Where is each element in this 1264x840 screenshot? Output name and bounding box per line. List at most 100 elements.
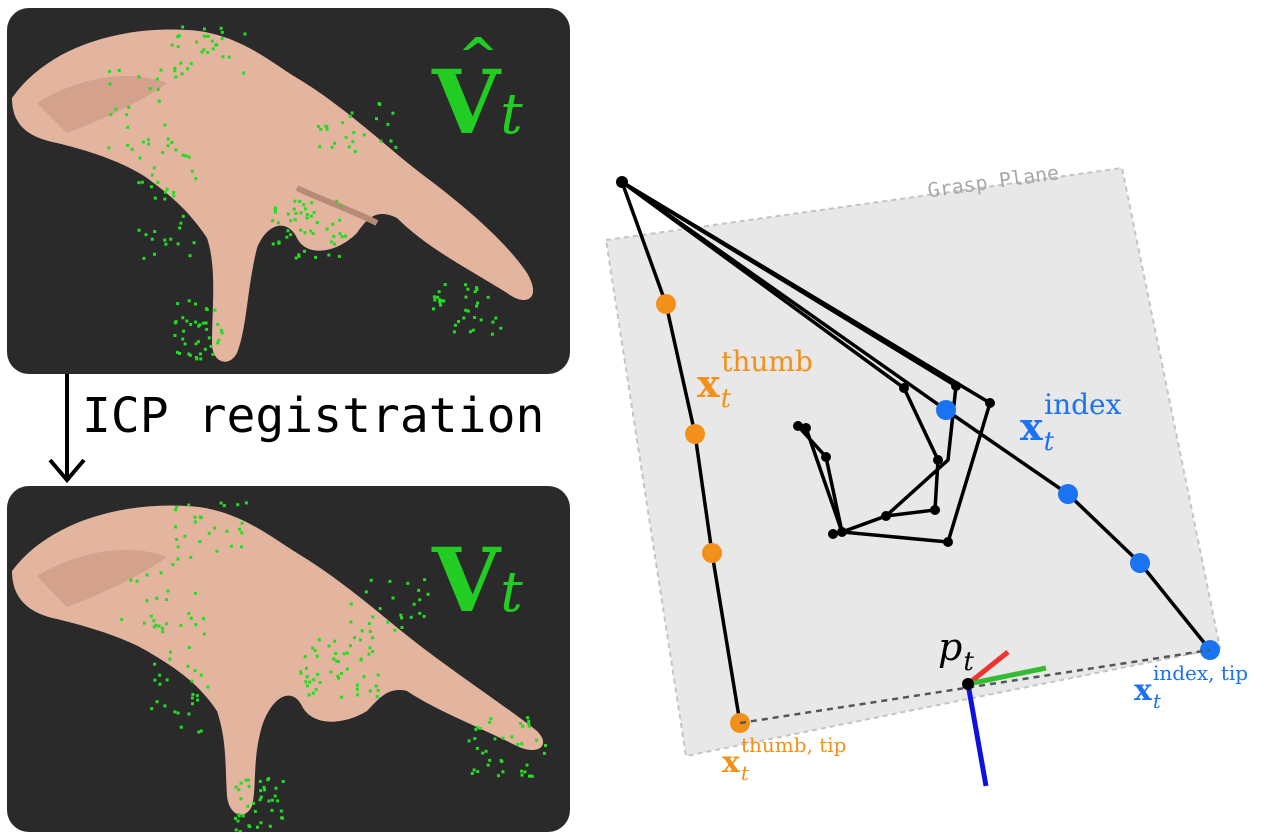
point-cloud-dot (135, 579, 139, 583)
point-cloud-dot (190, 169, 194, 173)
point-cloud-dot (152, 166, 156, 170)
point-cloud-dot (304, 680, 308, 684)
point-cloud-dot (263, 788, 267, 792)
point-cloud-dot (319, 127, 323, 131)
point-cloud-dot (150, 707, 154, 711)
point-cloud-dot (149, 185, 153, 189)
point-cloud-dot (266, 778, 270, 782)
point-cloud-dot (337, 676, 341, 680)
icp-registration-label: ICP registration (82, 388, 545, 444)
point-cloud-dot (327, 644, 331, 648)
point-cloud-dot (150, 173, 154, 177)
point-cloud-dot (527, 724, 531, 728)
point-cloud-dot (343, 234, 347, 238)
point-cloud-dot (187, 612, 191, 615)
point-cloud-dot (318, 145, 322, 149)
point-cloud-dot (293, 218, 297, 222)
point-cloud-dot (194, 177, 198, 180)
point-cloud-dot (436, 295, 439, 299)
point-cloud-dot (476, 301, 480, 305)
point-cloud-dot (148, 87, 152, 91)
point-cloud-dot (155, 700, 159, 704)
point-cloud-dot (267, 799, 271, 803)
point-cloud-dot (335, 659, 339, 663)
point-cloud-dot (378, 103, 382, 106)
point-cloud-dot (521, 724, 525, 728)
point-cloud-dot (478, 727, 482, 730)
point-cloud-dot (406, 581, 410, 585)
point-cloud-dot (221, 55, 225, 59)
point-cloud-dot (399, 613, 403, 617)
point-cloud-dot (305, 216, 309, 220)
point-cloud-dot (234, 828, 238, 832)
point-cloud-dot (386, 620, 390, 624)
point-cloud-dot (189, 323, 193, 326)
point-cloud-dot (177, 34, 181, 38)
point-cloud-dot (303, 231, 307, 235)
point-cloud-dot (276, 799, 280, 803)
point-cloud-dot (138, 156, 142, 160)
point-cloud-dot (409, 615, 413, 619)
point-cloud-dot (400, 616, 404, 620)
point-cloud-dot (329, 670, 333, 674)
point-cloud-dot (186, 664, 190, 668)
point-cloud-dot (488, 720, 492, 724)
point-cloud-dot (170, 43, 174, 47)
point-cloud-dot (314, 687, 318, 691)
point-cloud-dot (433, 298, 437, 302)
point-cloud-dot (129, 578, 133, 582)
point-cloud-dot (337, 254, 341, 258)
point-cloud-dot (317, 125, 320, 128)
point-cloud-dot (206, 51, 210, 54)
point-cloud-dot (331, 222, 335, 226)
point-cloud-dot (256, 825, 259, 829)
point-cloud-dot (234, 785, 238, 789)
label-v-hat: ^ Vt (432, 28, 523, 154)
point-cloud-dot (464, 295, 468, 299)
skeleton-joints (616, 176, 995, 547)
point-cloud-dot (152, 619, 156, 623)
point-cloud-dot (192, 241, 196, 245)
point-cloud-dot (159, 571, 163, 575)
grasp-diagram: Grasp Plane (604, 160, 1222, 787)
point-cloud-dot (164, 190, 167, 194)
point-cloud-dot (467, 739, 471, 743)
point-cloud-dot (173, 66, 177, 70)
point-cloud-dot (144, 233, 148, 237)
point-cloud-dot (194, 342, 198, 346)
down-arrow (48, 374, 86, 484)
point-cloud-dot (475, 746, 479, 750)
point-cloud-dot (259, 795, 263, 799)
point-cloud-dot (423, 578, 427, 582)
label-x-thumb: xtthumb (697, 345, 813, 414)
point-cloud-dot (236, 819, 240, 823)
point-cloud-dot (294, 211, 298, 215)
point-cloud-dot (368, 646, 372, 650)
point-cloud-dot (181, 214, 185, 218)
point-cloud-dot (142, 621, 146, 625)
point-cloud-dot (270, 798, 274, 802)
point-cloud-dot (349, 602, 353, 606)
point-cloud-dot (484, 749, 488, 753)
point-cloud-dot (176, 45, 180, 49)
point-cloud-dot (216, 341, 220, 345)
point-cloud-dot (191, 702, 194, 706)
point-cloud-dot (195, 694, 199, 698)
point-cloud-dot (432, 307, 435, 311)
grasp-frame-axes (962, 650, 1047, 787)
point-cloud-dot (279, 809, 283, 813)
hand-shape (12, 29, 534, 362)
point-cloud-dot (137, 75, 141, 79)
point-cloud-dot (156, 180, 160, 184)
point-cloud-dot (339, 204, 342, 208)
point-cloud-dot (417, 588, 421, 592)
point-cloud-dot (158, 682, 162, 686)
point-cloud-dot (350, 111, 354, 115)
point-cloud-dot (535, 738, 539, 742)
point-cloud-dot (294, 256, 298, 260)
point-cloud-dot (156, 87, 160, 91)
point-cloud-dot (181, 316, 185, 320)
hand-shape (12, 505, 544, 815)
point-cloud-dot (197, 324, 201, 328)
point-cloud-dot (271, 219, 275, 223)
